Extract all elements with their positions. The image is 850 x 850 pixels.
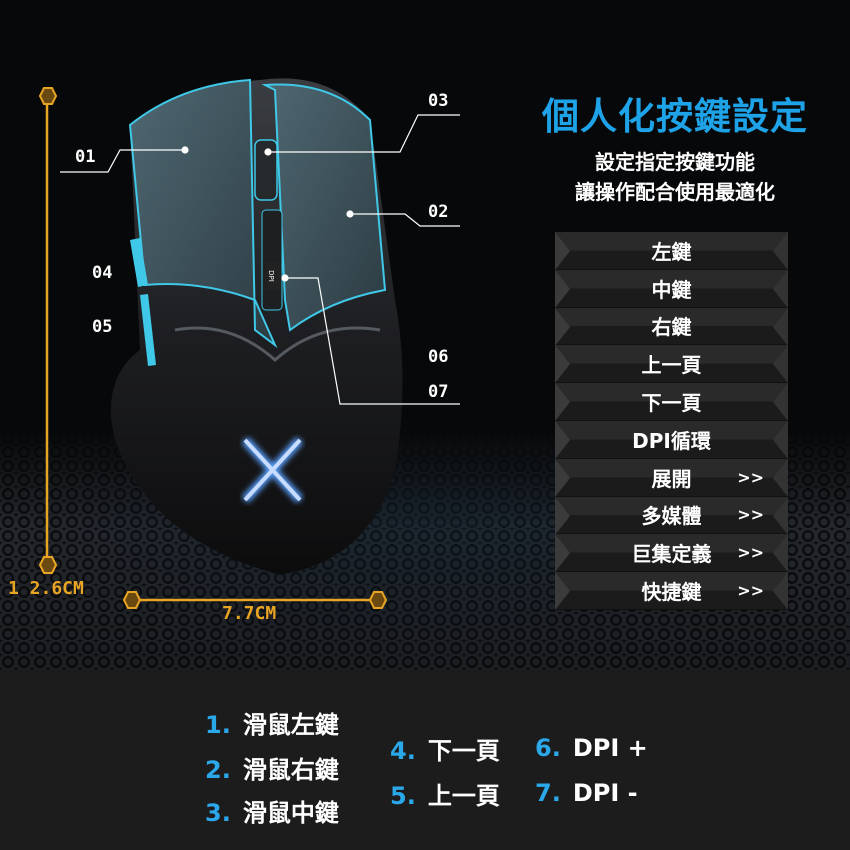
callout-02: 02 xyxy=(428,202,449,222)
button-function-menu: 左鍵中鍵右鍵上一頁下一頁 DPI循環展開 >> 多媒體 >> 巨集定義 >> 快捷鍵 >> xyxy=(555,232,788,610)
mouse-body: DPI xyxy=(110,78,403,575)
chevron-right-icon: >> xyxy=(737,467,764,487)
legend-item-1: 1.滑鼠左鍵 xyxy=(205,711,339,739)
side-button-forward xyxy=(130,238,148,287)
menu-item-label: 右鍵 xyxy=(651,315,692,340)
callout-03: 03 xyxy=(428,91,449,111)
dpi-button xyxy=(266,262,280,290)
menu-item[interactable]: 右鍵 xyxy=(555,307,788,346)
menu-item[interactable]: 左鍵 xyxy=(555,232,788,270)
legend-panel xyxy=(0,670,850,850)
height-dimension: 1 2.6CM xyxy=(8,578,84,599)
legend-item-7: 7.DPI - xyxy=(535,779,638,807)
chevron-right-icon: >> xyxy=(737,543,764,563)
menu-item-label: 多媒體 xyxy=(641,504,702,529)
menu-item-label: 快捷鍵 xyxy=(641,580,702,605)
menu-item-label: 巨集定義 xyxy=(631,542,712,567)
subtitle-line-1: 設定指定按鍵功能 xyxy=(595,150,755,174)
side-button-back xyxy=(140,294,156,366)
menu-item[interactable]: DPI循環 xyxy=(555,420,788,459)
scroll-wheel xyxy=(254,139,278,201)
x-logo-icon xyxy=(241,436,304,504)
subtitle-line-2: 讓操作配合使用最適化 xyxy=(575,180,775,204)
legend-item-6: 6.DPI + xyxy=(535,734,648,762)
menu-item-label: 中鍵 xyxy=(651,277,692,302)
menu-item-label: 上一頁 xyxy=(641,353,702,378)
menu-item[interactable]: 快捷鍵 >> xyxy=(555,572,788,610)
legend-item-3: 3.滑鼠中鍵 xyxy=(205,799,339,827)
chevron-right-icon: >> xyxy=(737,505,764,525)
menu-item-label: 展開 xyxy=(651,466,692,491)
callout-04: 04 xyxy=(92,263,113,283)
legend-item-2: 2.滑鼠右鍵 xyxy=(205,756,339,784)
legend-item-5: 5.上一頁 xyxy=(390,782,500,810)
callout-01: 01 xyxy=(75,147,96,167)
menu-item[interactable]: 上一頁 xyxy=(555,345,788,384)
menu-item[interactable]: 巨集定義 >> xyxy=(555,534,788,573)
menu-item[interactable]: 下一頁 xyxy=(555,383,788,421)
ruler-height xyxy=(38,87,58,574)
page-title: 個人化按鍵設定 xyxy=(542,95,808,138)
callout-06: 06 xyxy=(428,347,449,367)
menu-item[interactable]: 多媒體 >> xyxy=(555,496,788,535)
callout-05: 05 xyxy=(92,317,113,337)
menu-item[interactable]: 展開 >> xyxy=(555,458,788,497)
callout-lines xyxy=(60,114,460,405)
legend-item-4: 4.下一頁 xyxy=(390,737,500,765)
menu-item-label: 下一頁 xyxy=(641,391,702,416)
callout-07: 07 xyxy=(428,382,449,402)
ruler-width xyxy=(122,591,388,609)
width-dimension: 7.7CM xyxy=(222,603,277,624)
menu-item-label: DPI循環 xyxy=(632,428,711,453)
chevron-right-icon: >> xyxy=(737,581,764,601)
menu-item-label: 左鍵 xyxy=(651,239,692,264)
menu-item[interactable]: 中鍵 xyxy=(555,269,788,308)
svg-text:DPI: DPI xyxy=(267,270,275,282)
